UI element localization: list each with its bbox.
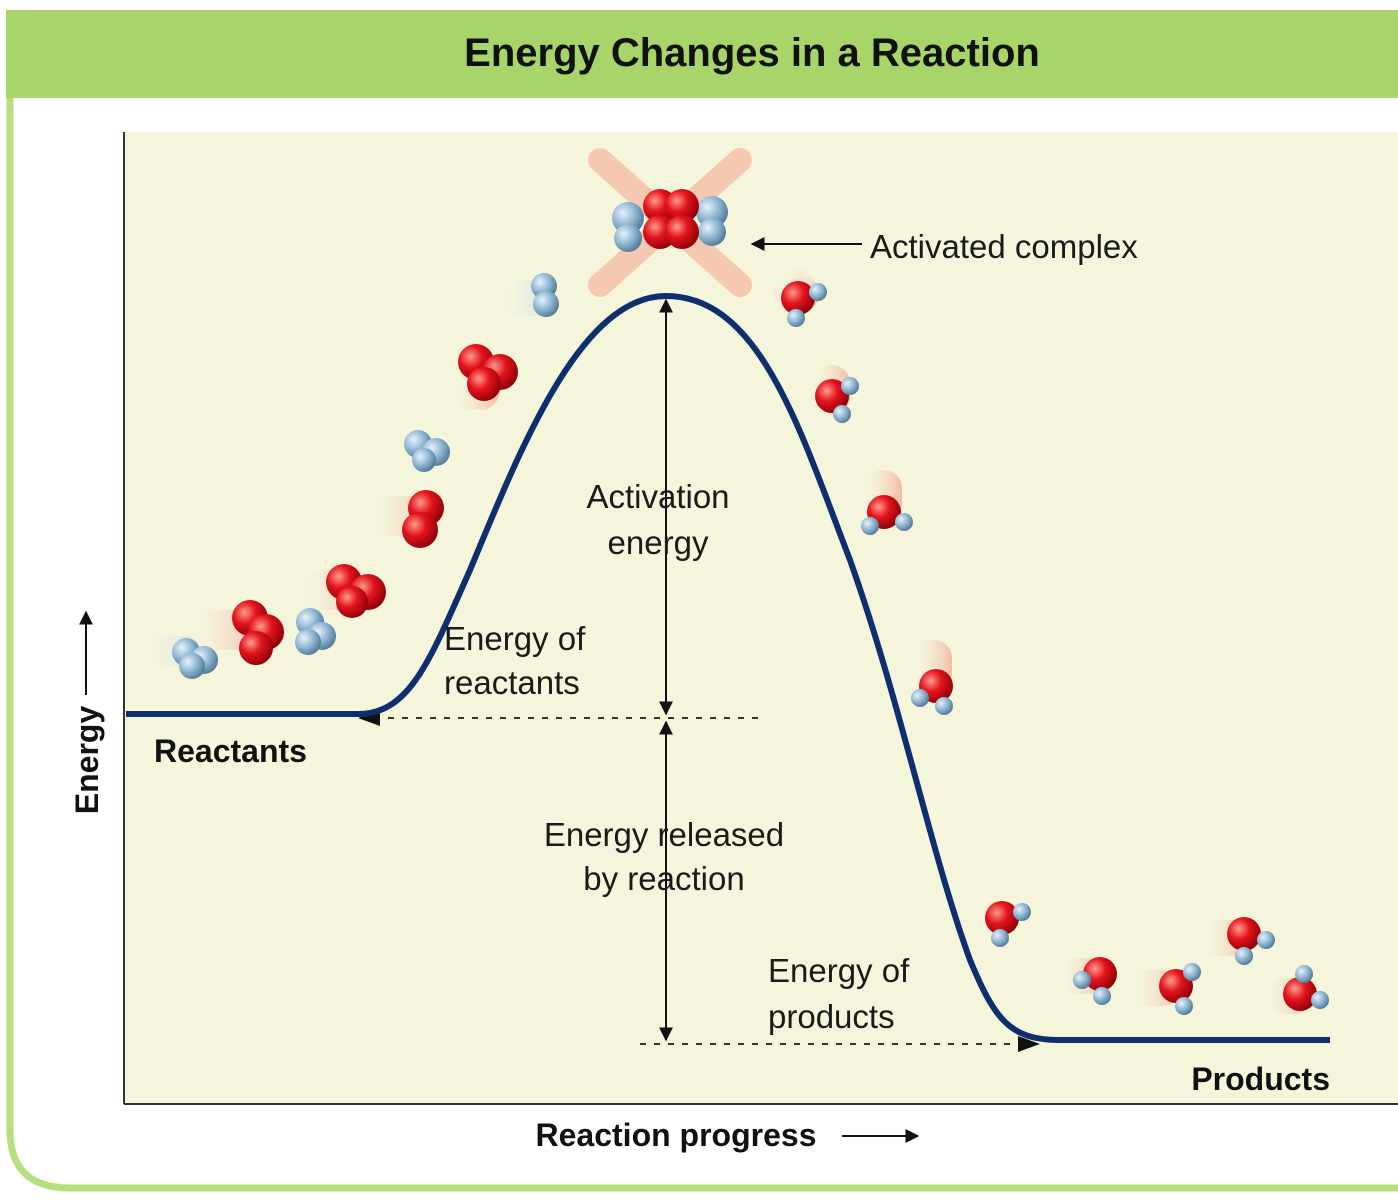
product-molecule-4: [911, 640, 953, 715]
energy-of-reactants-label-line2: reactants: [444, 664, 580, 701]
reactants-label: Reactants: [154, 733, 307, 769]
reactant-molecule-3: [295, 608, 336, 655]
reactant-molecule-8: [500, 273, 559, 317]
y-axis-label-group: Energy: [69, 706, 105, 815]
products-label: Products: [1191, 1061, 1330, 1097]
product-molecule-1: [770, 265, 827, 327]
activated-complex-label: Activated complex: [870, 228, 1138, 265]
reactant-molecule-4: [300, 564, 386, 618]
reactant-molecule-7: [450, 344, 518, 410]
product-molecule-2: [810, 365, 859, 423]
reactant-molecule-6: [404, 430, 450, 472]
reactant-molecule-1: [140, 636, 218, 679]
energy-of-products-label-line2: products: [768, 998, 895, 1035]
energy-released-label-line1: Energy released: [544, 816, 784, 853]
title-band: [6, 10, 1398, 98]
product-molecule-8: [1200, 917, 1275, 965]
product-molecule-6: [1056, 957, 1117, 1005]
product-molecule-3: [861, 470, 913, 535]
frame-border: [6, 96, 1398, 1192]
activated-complex-molecule: [588, 148, 752, 297]
product-molecule-9: [1262, 965, 1329, 1014]
product-arrowhead: [1018, 1036, 1040, 1052]
energy-released-label-line2: by reaction: [583, 860, 744, 897]
y-axis-label: Energy: [69, 706, 105, 815]
product-molecule-7: [1130, 963, 1201, 1015]
energy-curve: [126, 293, 1330, 1043]
reactant-molecule-2: [190, 600, 284, 665]
product-molecule-5: [985, 901, 1031, 947]
figure-title: Energy Changes in a Reaction: [464, 31, 1040, 75]
energy-of-reactants-label-line1: Energy of: [444, 620, 586, 657]
energy-of-products-label-line1: Energy of: [768, 952, 910, 989]
activation-energy-label-line1: Activation: [586, 478, 729, 515]
plot-background: [124, 132, 1398, 1104]
reactant-molecule-5: [370, 490, 444, 548]
molecules-illustration: [140, 148, 1329, 1015]
x-axis-label: Reaction progress: [536, 1117, 817, 1153]
activation-energy-label-line2: energy: [608, 524, 709, 561]
